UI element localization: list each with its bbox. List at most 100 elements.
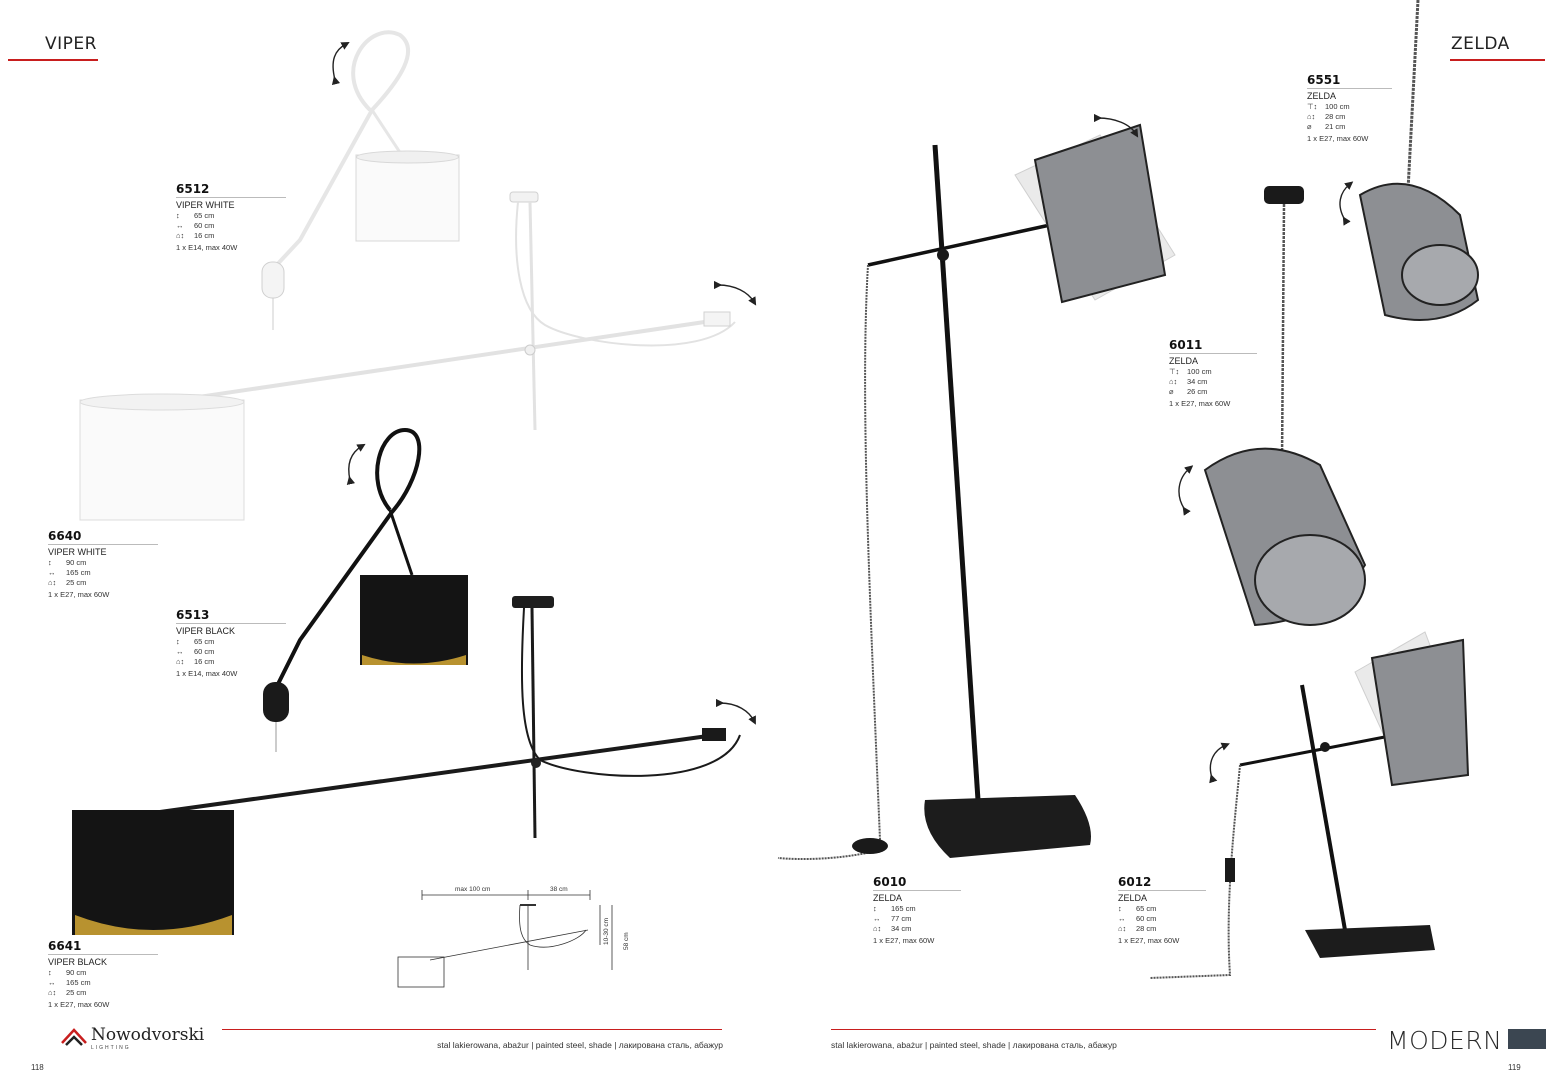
product-code: 6010 [873,875,907,889]
left-series-title: VIPER [45,34,97,54]
bulb-spec: 1 x E27, max 60W [48,590,110,599]
spec-row: ⌀26 cm [1169,387,1208,396]
shade-height-icon: ⌂↕ [48,578,57,587]
lamp-6012-image [1149,631,1470,979]
product-name: VIPER BLACK [48,957,108,967]
lamp-6011-image [1203,186,1367,627]
shade-height-icon: ⌂↕ [1169,377,1178,386]
spec-row: ↕165 cm [873,904,916,913]
shade-height-icon: ⌂↕ [873,924,882,933]
spec-row: ↔165 cm [48,568,91,577]
product-rule [1307,88,1392,89]
spec-row: ↕65 cm [176,211,215,220]
right-page-number: 119 [1508,1063,1521,1072]
height-icon: ↕ [873,904,877,913]
shade-height-icon: ⌂↕ [1118,924,1127,933]
product-6641: 6641 VIPER BLACK ↕90 cm ↔165 cm ⌂↕25 cm … [48,940,158,1010]
collection-color-block [1508,1029,1546,1049]
rotate-arrow-6641 [715,698,756,725]
product-6010: 6010 ZELDA ↕165 cm ↔77 cm ⌂↕34 cm 1 x E2… [873,876,961,946]
spec-row: ⊤↕100 cm [1169,367,1212,376]
rotate-arrow-6011 [1178,465,1194,516]
product-rule [873,890,961,891]
product-rule [176,197,286,198]
width-icon: ↔ [176,647,184,656]
product-code: 6012 [1118,875,1152,889]
product-code: 6513 [176,608,210,622]
brand-logo: Nowodvorski LIGHTING [60,1025,204,1051]
rotate-arrow-6551 [1339,181,1354,226]
product-6011: 6011 ZELDA ⊤↕100 cm ⌂↕34 cm ⌀26 cm 1 x E… [1169,339,1257,409]
cable-length-icon: ⊤↕ [1169,367,1180,376]
product-6551: 6551 ZELDA ⊤↕100 cm ⌂↕28 cm ⌀21 cm 1 x E… [1307,74,1392,144]
right-series-title: ZELDA [1451,34,1510,54]
left-header-rule [8,59,98,61]
product-code: 6641 [48,939,82,953]
rotate-arrow-6512 [331,41,350,86]
spec-row: ↔60 cm [176,647,215,656]
product-code: 6640 [48,529,82,543]
collection-title: MODERN [1387,1026,1503,1055]
spec-row: ↕90 cm [48,558,87,567]
dim-label-short: 38 cm [550,886,568,893]
right-footer-rule [831,1029,1376,1030]
product-name: ZELDA [1169,356,1199,366]
height-icon: ↕ [176,637,180,646]
product-code: 6512 [176,182,210,196]
product-name: ZELDA [1118,893,1148,903]
spec-row: ↕90 cm [48,968,87,977]
brand-mark-icon [61,1028,87,1046]
left-footer-rule [222,1029,722,1030]
diameter-icon: ⌀ [1307,122,1312,131]
product-6012: 6012 ZELDA ↕65 cm ↔60 cm ⌂↕28 cm 1 x E27… [1118,876,1206,946]
bulb-spec: 1 x E14, max 40W [176,669,238,678]
height-icon: ↕ [48,558,52,567]
product-rule [1118,890,1206,891]
spec-row: ↕65 cm [1118,904,1157,913]
spec-row: ⌂↕16 cm [176,231,215,240]
spec-row: ↔165 cm [48,978,91,987]
shade-height-icon: ⌂↕ [176,657,185,666]
spec-row: ↕65 cm [176,637,215,646]
width-icon: ↔ [873,914,881,923]
width-icon: ↔ [48,568,56,577]
spec-row: ⌀21 cm [1307,122,1346,131]
lamp-6640-image [79,191,736,521]
bulb-spec: 1 x E27, max 60W [1118,936,1180,945]
dim-label-max: max 100 cm [455,886,490,893]
lamp-6641-image [72,596,741,935]
dimension-diagram [397,890,613,988]
left-material-note: stal lakierowana, abażur | painted steel… [437,1040,723,1050]
spec-row: ⌂↕16 cm [176,657,215,666]
spec-row: ↔77 cm [873,914,912,923]
brand-name: Nowodvorski [91,1025,205,1045]
bulb-spec: 1 x E27, max 60W [873,936,935,945]
bulb-spec: 1 x E27, max 60W [1169,399,1231,408]
right-material-note: stal lakierowana, abażur | painted steel… [831,1040,1117,1050]
spec-row: ⌂↕25 cm [48,988,87,997]
product-name: VIPER WHITE [48,547,107,557]
spec-row: ↔60 cm [176,221,215,230]
shade-height-icon: ⌂↕ [176,231,185,240]
product-name: ZELDA [1307,91,1337,101]
product-rule [176,623,286,624]
spec-row: ⌂↕28 cm [1118,924,1157,933]
rotate-arrow-6012 [1209,742,1230,784]
product-code: 6551 [1307,73,1341,87]
spec-row: ⌂↕25 cm [48,578,87,587]
spec-row: ⌂↕34 cm [1169,377,1208,386]
diameter-icon: ⌀ [1169,387,1174,396]
rotate-arrow-6010 [1093,113,1139,138]
product-6640: 6640 VIPER WHITE ↕90 cm ↔165 cm ⌂↕25 cm … [48,530,158,600]
dim-label-drop: 10-30 cm [603,918,610,945]
shade-height-icon: ⌂↕ [48,988,57,997]
bulb-spec: 1 x E27, max 60W [1307,134,1369,143]
product-rule [48,954,158,955]
height-icon: ↕ [1118,904,1122,913]
product-rule [1169,353,1257,354]
rotate-arrow-6513 [346,443,366,486]
product-name: ZELDA [873,893,903,903]
lamp-6513-image [263,427,468,752]
lamp-6551-image [1358,0,1480,321]
